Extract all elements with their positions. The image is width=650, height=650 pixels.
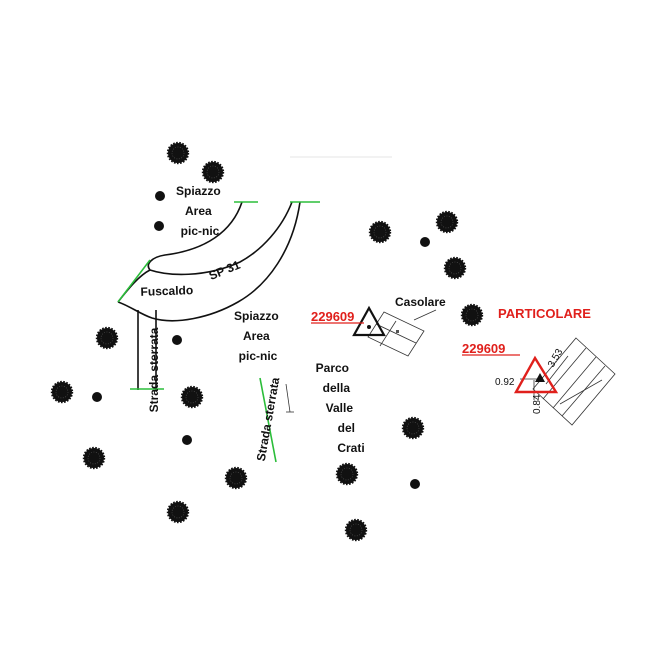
label-sp31: SP 31: [207, 258, 243, 283]
label-casolare: Casolare: [395, 295, 446, 309]
label-fuscaldo: Fuscaldo: [140, 283, 193, 299]
road-sp31: [117, 201, 320, 322]
dirt-road-right: [259, 377, 294, 463]
label-dim-b: 3.53: [546, 347, 565, 370]
label-particolare: PARTICOLARE: [498, 306, 591, 321]
detail-triangle: [513, 355, 559, 394]
label-strada-sterrata-right: Strada sterrata: [254, 376, 283, 462]
label-point-id-2: 229609: [462, 341, 505, 356]
label-dim-c: 0.84: [532, 394, 543, 414]
dirt-road-left: [130, 310, 164, 390]
label-strada-sterrata-left: Strada sterrata: [147, 327, 161, 412]
label-point-id-1: 229609: [311, 309, 354, 324]
label-dim-a: 0.92: [495, 377, 515, 388]
label-parco: Parco della Valle del Crati: [316, 361, 365, 455]
label-spiazzo-1: Spiazzo Area pic-nic: [176, 184, 224, 238]
casolare-building: [367, 309, 437, 357]
label-spiazzo-2: Spiazzo Area pic-nic: [234, 309, 282, 363]
survey-point-triangle: [352, 305, 386, 337]
